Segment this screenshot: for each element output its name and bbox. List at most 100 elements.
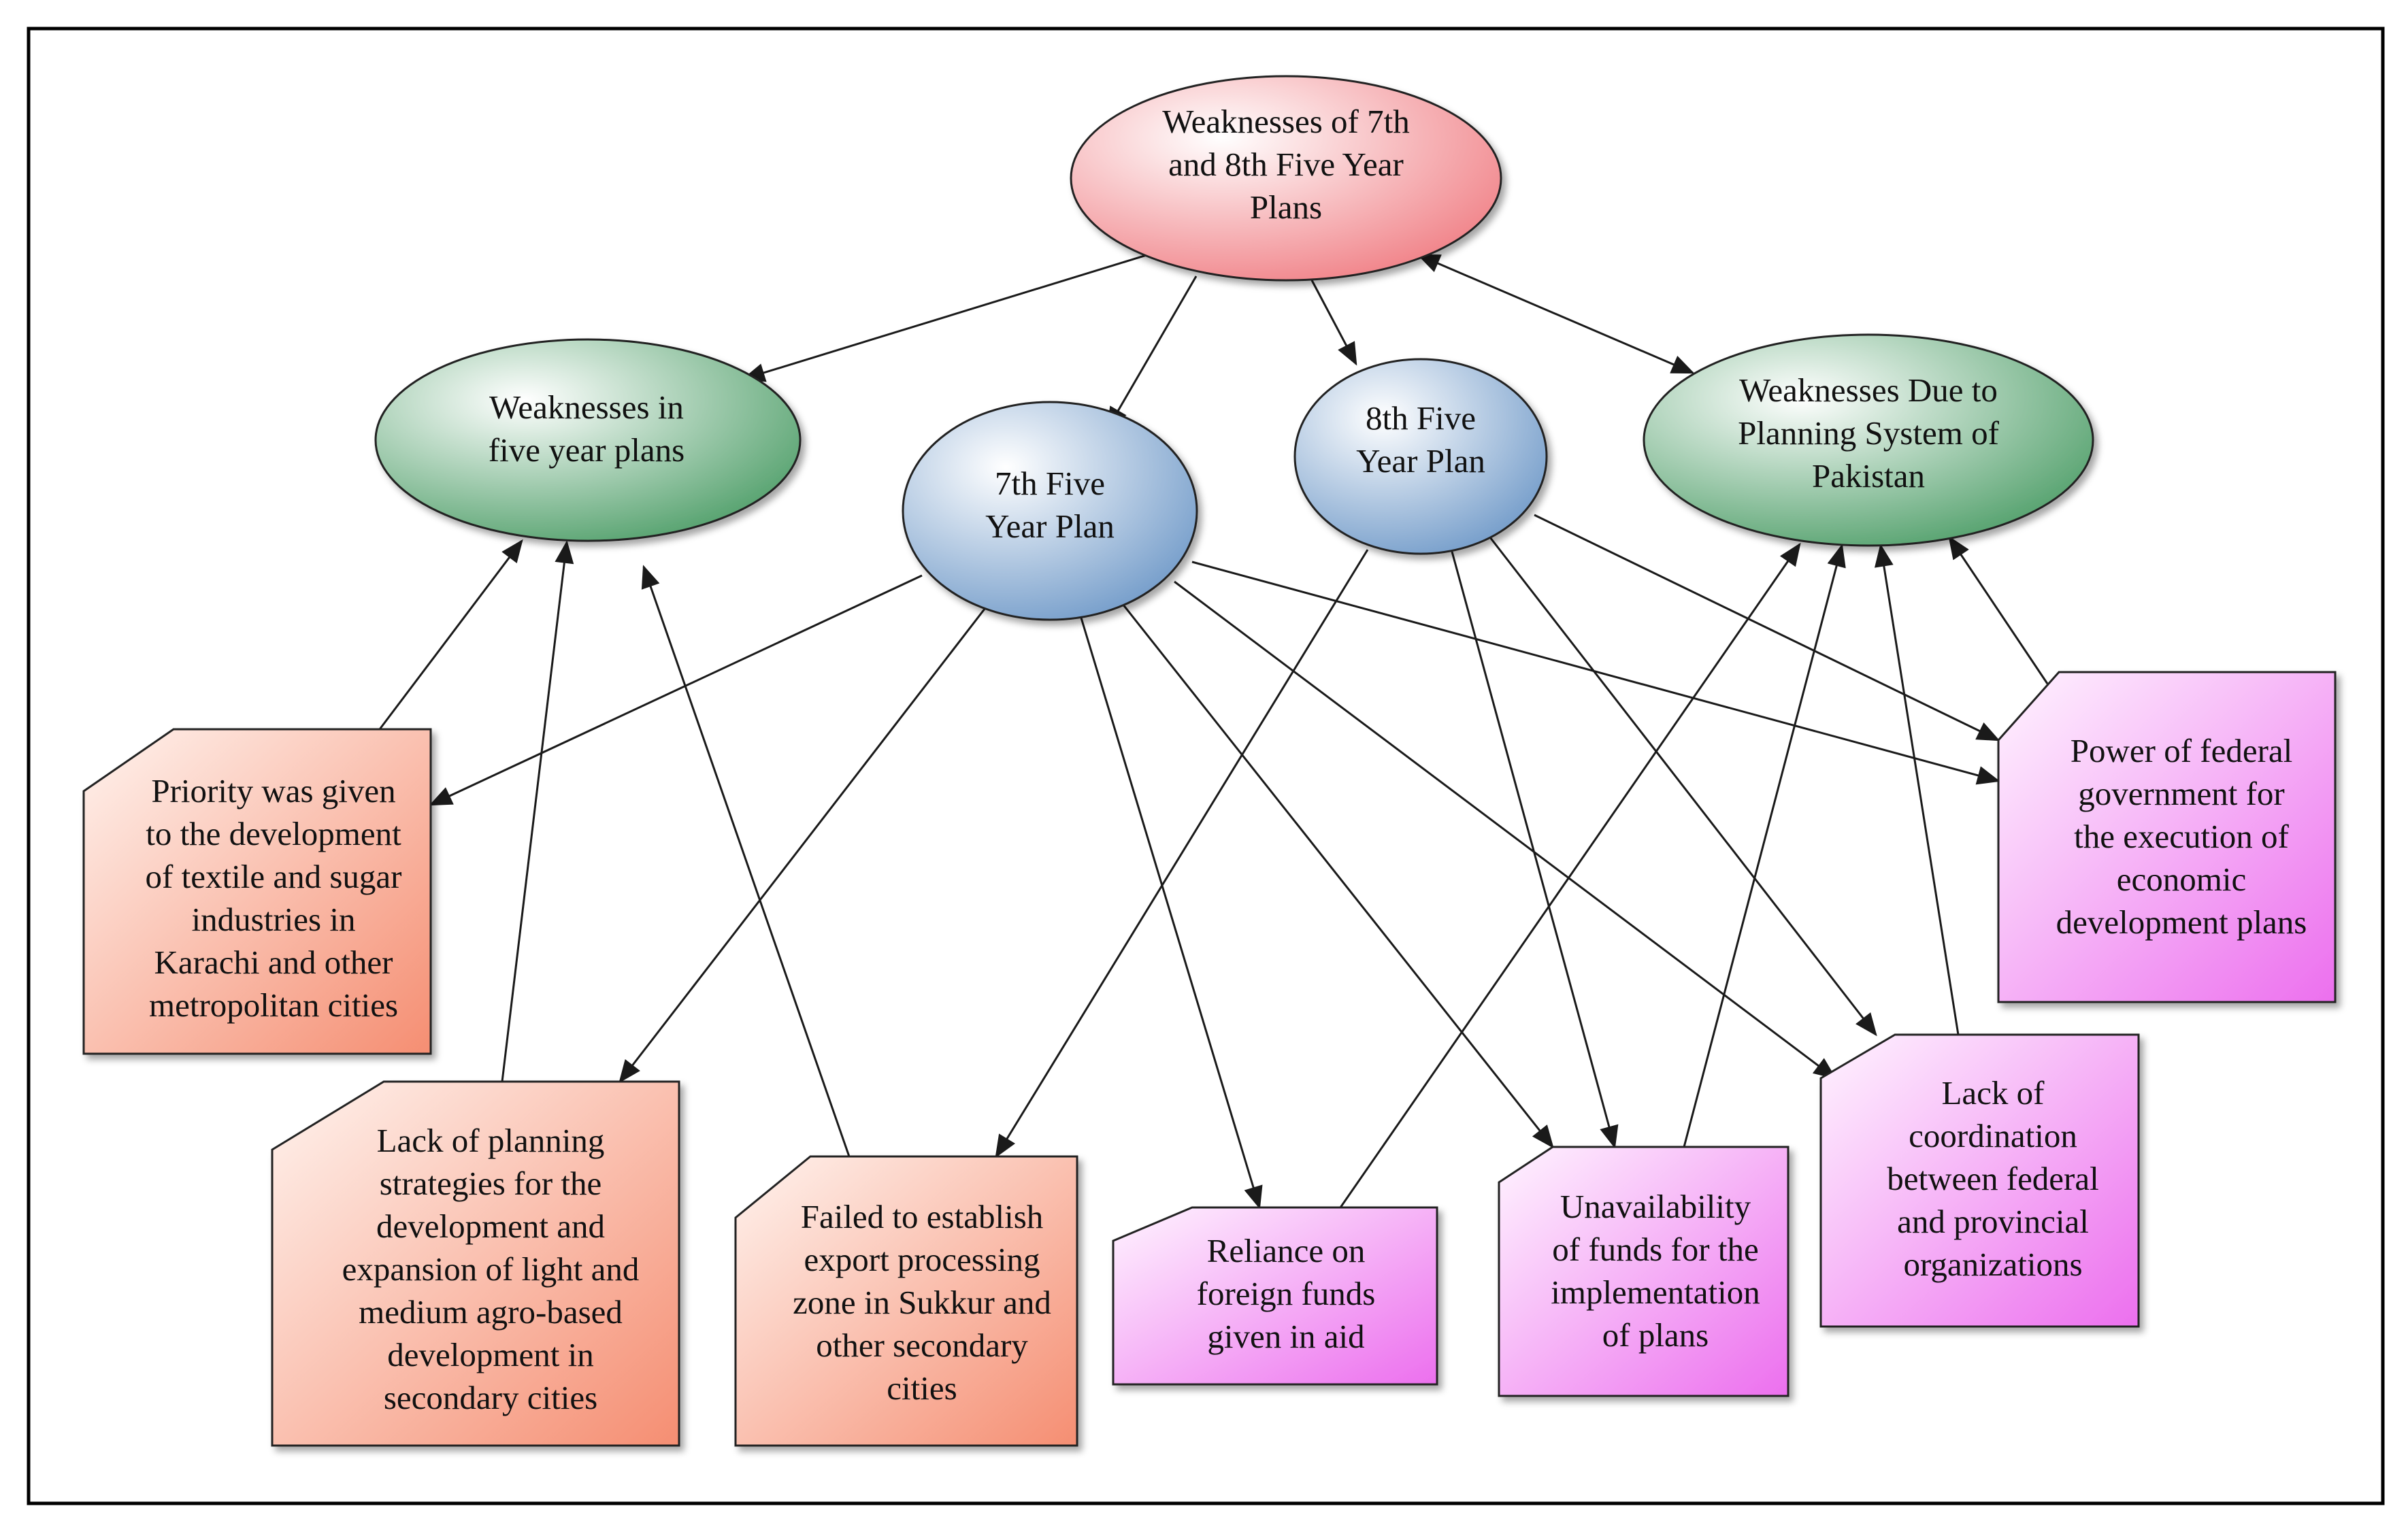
five-year-label-line: five year plans (489, 431, 685, 469)
coordination-label-line: Lack of (1942, 1074, 2045, 1112)
root-node-shape (1070, 75, 1502, 282)
lack-planning-node-label: Lack of planning strategies for the develo… (342, 1122, 640, 1416)
root-label-line: and 8th Five Year (1168, 146, 1404, 183)
federal-power-node-shape (1997, 671, 2337, 1003)
lack-planning-label-line: secondary cities (384, 1379, 597, 1416)
lack-planning-label-line: medium agro-based (359, 1293, 623, 1331)
planning-system-node: Weaknesses Due to Planning System of Pakis… (1643, 333, 2094, 547)
edge-failed-export-to-five-year (641, 565, 851, 1157)
reliance-node-shape (1112, 1206, 1438, 1386)
federal-power-label-line: the execution of (2074, 818, 2289, 855)
edge-eighth-to-coordination (1489, 537, 1877, 1037)
failed-export-label-line: Failed to establish (801, 1198, 1044, 1235)
seventh-label-line: Year Plan (985, 507, 1115, 545)
reliance-node-label: Reliance on foreign funds given in aid (1197, 1232, 1376, 1355)
seventh-label-line: 7th Five (995, 465, 1105, 502)
reliance-label-line: given in aid (1207, 1318, 1364, 1355)
edge-root-to-seventh (1106, 276, 1198, 431)
lack-planning-label-line: development and (376, 1207, 605, 1245)
priority-label-line: of textile and sugar (146, 858, 402, 895)
planning-system-label-line: Pakistan (1812, 457, 1925, 495)
edge-seventh-to-priority (429, 574, 923, 806)
federal-power-label-line: development plans (2056, 903, 2307, 941)
edge-federal-power-to-planning-system (1948, 535, 2049, 684)
lack-planning-label-line: development in (387, 1336, 593, 1373)
eighth-label-line: Year Plan (1356, 442, 1485, 480)
priority-label-line: to the development (146, 815, 401, 852)
lack-planning-node-shape (271, 1080, 680, 1447)
unavailability-label-line: implementation (1551, 1273, 1760, 1311)
edge-eighth-to-failed-export (995, 549, 1369, 1158)
reliance-label-line: foreign funds (1197, 1275, 1376, 1312)
eighth-label-line: 8th Five (1366, 399, 1476, 437)
edge-priority-to-five-year (378, 539, 523, 730)
five-year-plans-node-label: Weaknesses in five year plans (489, 388, 685, 469)
planning-system-node-shape (1643, 333, 2094, 547)
unavailability-node: Unavailability of funds for the implementa… (1498, 1146, 1789, 1397)
coordination-node-label: Lack of coordination between federal and pr… (1887, 1074, 2099, 1283)
failed-export-node-shape (734, 1155, 1078, 1447)
priority-label-line: metropolitan cities (149, 986, 398, 1024)
unavailability-label-line: of funds for the (1552, 1231, 1758, 1268)
federal-power-label-line: economic (2117, 861, 2246, 898)
priority-label-line: industries in (192, 901, 356, 938)
edge-root-to-eighth (1310, 280, 1357, 366)
edge-lack-planning-to-five-year (501, 540, 574, 1082)
coordination-node: Lack of coordination between federal and pr… (1819, 1033, 2140, 1328)
coordination-label-line: coordination (1909, 1117, 2077, 1154)
edge-root-to-five-year (742, 239, 1191, 382)
seventh-plan-node-shape (902, 401, 1198, 621)
root-label-line: Plans (1250, 188, 1322, 226)
five-year-plans-node: Weaknesses in five year plans (374, 338, 802, 542)
edge-root-to-planning-system (1417, 254, 1695, 374)
eighth-plan-node-shape (1293, 358, 1548, 555)
planning-system-label-line: Planning System of (1738, 414, 2000, 452)
lack-planning-label-line: Lack of planning (377, 1122, 605, 1159)
edge-eighth-to-unavailability (1451, 551, 1619, 1149)
reliance-label-line: Reliance on (1207, 1232, 1366, 1269)
unavailability-node-shape (1498, 1146, 1789, 1397)
failed-export-label-line: other secondary (816, 1327, 1028, 1364)
coordination-label-line: between federal (1887, 1160, 2099, 1197)
unavailability-node-label: Unavailability of funds for the implementa… (1551, 1188, 1760, 1354)
priority-label-line: Karachi and other (154, 944, 393, 981)
edge-eighth-to-federal-power (1534, 514, 2000, 741)
edge-reliance-to-planning-system (1339, 542, 1801, 1208)
coordination-label-line: organizations (1903, 1246, 2082, 1283)
five-year-plans-node-shape (374, 338, 802, 542)
edge-seventh-to-unavailability (1121, 603, 1554, 1149)
coordination-node-shape (1819, 1033, 2140, 1328)
priority-node-shape (82, 728, 432, 1055)
edge-seventh-to-coordination (1174, 580, 1837, 1080)
unavailability-label-line: Unavailability (1560, 1188, 1751, 1225)
coordination-label-line: and provincial (1897, 1203, 2089, 1240)
lack-planning-node: Lack of planning strategies for the develo… (271, 1080, 680, 1447)
edge-layer (378, 239, 2049, 1210)
root-label-line: Weaknesses of 7th (1162, 103, 1409, 140)
federal-power-label-line: government for (2078, 775, 2284, 812)
edge-seventh-to-lack-planning (619, 605, 989, 1084)
reliance-node: Reliance on foreign funds given in aid (1112, 1206, 1438, 1386)
edge-seventh-to-reliance (1079, 615, 1263, 1210)
five-year-label-line: Weaknesses in (489, 388, 684, 426)
lack-planning-label-line: expansion of light and (342, 1250, 640, 1288)
failed-export-label-line: zone in Sukkur and (793, 1284, 1051, 1321)
planning-system-node-label: Weaknesses Due to Planning System of Pakis… (1738, 371, 2000, 495)
edge-unavailability-to-planning-system (1683, 544, 1846, 1148)
edge-coordination-to-planning-system (1874, 544, 1960, 1035)
planning-system-label-line: Weaknesses Due to (1739, 371, 1998, 409)
unavailability-label-line: of plans (1602, 1316, 1709, 1354)
lack-planning-label-line: strategies for the (380, 1165, 602, 1202)
